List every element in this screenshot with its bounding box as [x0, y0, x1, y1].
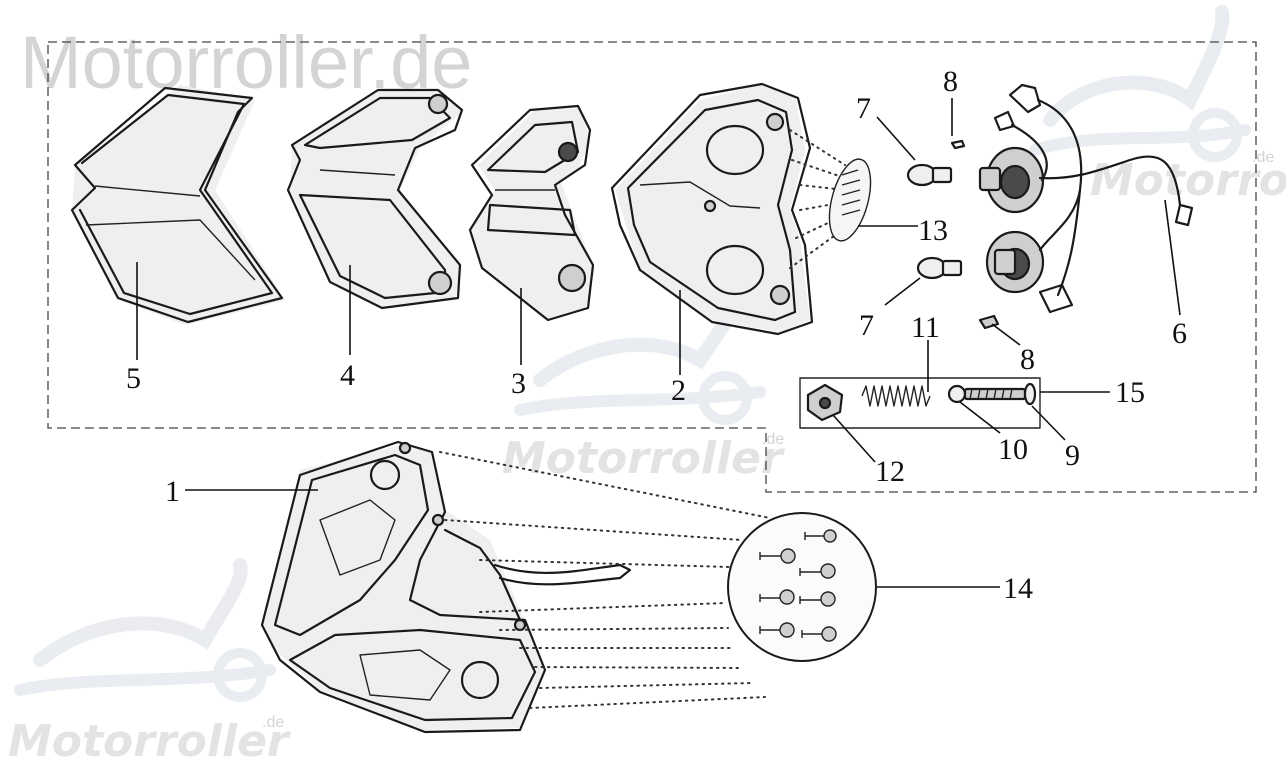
- callout-12: 12: [875, 455, 905, 488]
- watermark-brand-center: Motorroller: [502, 433, 785, 484]
- watermark-brand-bottomleft: Motorroller: [8, 716, 291, 767]
- part-3-headlamp-reflector: [468, 104, 595, 322]
- assembly-boundary: [47, 41, 1257, 493]
- watermark-suffix-topright: .de: [1252, 149, 1274, 166]
- callout-8-upper: 8: [943, 65, 958, 98]
- callout-10: 10: [998, 433, 1028, 466]
- callout-1: 1: [165, 475, 180, 508]
- callout-15: 15: [1115, 376, 1145, 409]
- part-7-bulb-upper: [906, 163, 953, 187]
- scooter-watermark-icon: [14, 558, 276, 702]
- part-15-adjust-screw: [963, 387, 1027, 401]
- part-8-clip-upper: [950, 139, 966, 150]
- callout-leaders: [136, 98, 1181, 588]
- part-14-screw-set: [727, 512, 877, 662]
- part-12-nut-clip: [806, 383, 844, 422]
- part-7-bulb-lower: [916, 256, 963, 280]
- callout-9: 9: [1065, 439, 1080, 472]
- part-6-wiring-harness: [978, 83, 1194, 314]
- part-13-screw-set: [828, 158, 872, 242]
- part-4-inner-cover: [286, 88, 464, 310]
- hardware-detail-box: [799, 377, 1041, 429]
- callout-6: 6: [1172, 317, 1187, 350]
- leader-dots-13: [789, 129, 846, 269]
- part-11-spring: [861, 385, 931, 407]
- scooter-watermark-icon: [1029, 5, 1251, 162]
- callout-7-lower: 7: [859, 309, 874, 342]
- callout-2: 2: [671, 374, 686, 407]
- part-5-outer-cover: [70, 85, 285, 325]
- callout-4: 4: [340, 359, 355, 392]
- part-9-screw-head: [1023, 382, 1037, 406]
- callout-3: 3: [511, 367, 526, 400]
- leader-dots-14: [439, 451, 771, 709]
- part-1-headlight-assembly: [260, 440, 632, 734]
- callout-7-upper: 7: [856, 92, 871, 125]
- callout-8-lower: 8: [1020, 343, 1035, 376]
- callout-5: 5: [126, 362, 141, 395]
- part-2-headlight-housing: [610, 82, 814, 336]
- watermark-suffix-bottomleft: .de: [262, 714, 284, 731]
- callout-numbers: 5 4 3 2 13 7 8 7 8 6 11 15 12 10 9 1 14: [126, 65, 1187, 605]
- callout-13: 13: [918, 214, 948, 247]
- watermark-suffix-center: .de: [762, 431, 784, 448]
- callout-14: 14: [1003, 572, 1033, 605]
- callout-11: 11: [911, 311, 940, 344]
- part-10-washer: [947, 384, 967, 404]
